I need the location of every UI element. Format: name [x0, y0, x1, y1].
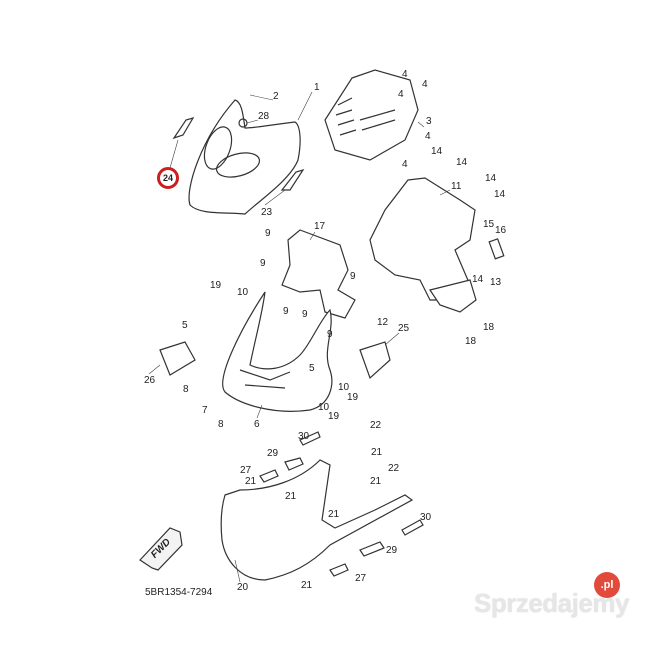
part-label-11: 11 [451, 181, 462, 192]
part-label-21: 21 [285, 491, 297, 502]
watermark-badge: .pl [594, 572, 620, 598]
part-label-14: 14 [494, 189, 506, 200]
part-label-18: 18 [465, 336, 477, 347]
part-label-4: 4 [402, 159, 408, 170]
part-label-30: 30 [298, 431, 310, 442]
part-label-29: 29 [386, 545, 398, 556]
part-label-21: 21 [328, 509, 340, 520]
part-label-19: 19 [210, 280, 222, 291]
part-label-23: 23 [261, 207, 273, 218]
part-label-19: 19 [328, 411, 340, 422]
part-label-18: 18 [483, 322, 495, 333]
part-label-22: 22 [388, 463, 400, 474]
part-label-26: 26 [144, 375, 156, 386]
part-label-13: 13 [490, 277, 502, 288]
part-label-21: 21 [371, 447, 383, 458]
part-label-9: 9 [350, 271, 356, 282]
part-label-21: 21 [245, 476, 257, 487]
part-label-6: 6 [254, 419, 260, 430]
part-label-1: 1 [314, 82, 320, 93]
part-label-29: 29 [267, 448, 279, 459]
part-label-10: 10 [237, 287, 249, 298]
part-label-14: 14 [472, 274, 484, 285]
part-label-10: 10 [318, 402, 330, 413]
part-label-10: 10 [338, 382, 350, 393]
part-label-27: 27 [355, 573, 367, 584]
part-label-14: 14 [431, 146, 443, 157]
part-label-5: 5 [182, 320, 188, 331]
part-label-28: 28 [258, 111, 270, 122]
diagram-code: 5BR1354-7294 [145, 587, 213, 598]
part-label-7: 7 [202, 405, 208, 416]
part-label-22: 22 [370, 420, 382, 431]
part-label-4: 4 [422, 79, 428, 90]
part-label-9: 9 [260, 258, 266, 269]
part-label-21: 21 [301, 580, 313, 591]
part-label-9: 9 [265, 228, 271, 239]
highlighted-part-24-marker: 24 [157, 167, 179, 189]
part-label-17: 17 [314, 221, 326, 232]
part-label-30: 30 [420, 512, 432, 523]
part-label-9: 9 [302, 309, 308, 320]
part-label-4: 4 [398, 89, 404, 100]
part-label-27: 27 [240, 465, 252, 476]
part-label-8: 8 [183, 384, 189, 395]
part-label-4: 4 [425, 131, 431, 142]
part-label-4: 4 [402, 69, 408, 80]
part-label-16: 16 [495, 225, 507, 236]
part-label-21: 21 [370, 476, 382, 487]
part-label-15: 15 [483, 219, 495, 230]
part-label-9: 9 [283, 306, 289, 317]
part-label-14: 14 [456, 157, 468, 168]
part-label-25: 25 [398, 323, 410, 334]
part-label-2: 2 [273, 91, 279, 102]
part-label-9: 9 [327, 329, 333, 340]
part-label-5: 5 [309, 363, 315, 374]
part-label-14: 14 [485, 173, 497, 184]
part-label-3: 3 [426, 116, 432, 127]
part-label-19: 19 [347, 392, 359, 403]
part-label-20: 20 [237, 582, 249, 593]
part-label-8: 8 [218, 419, 224, 430]
part-label-12: 12 [377, 317, 389, 328]
